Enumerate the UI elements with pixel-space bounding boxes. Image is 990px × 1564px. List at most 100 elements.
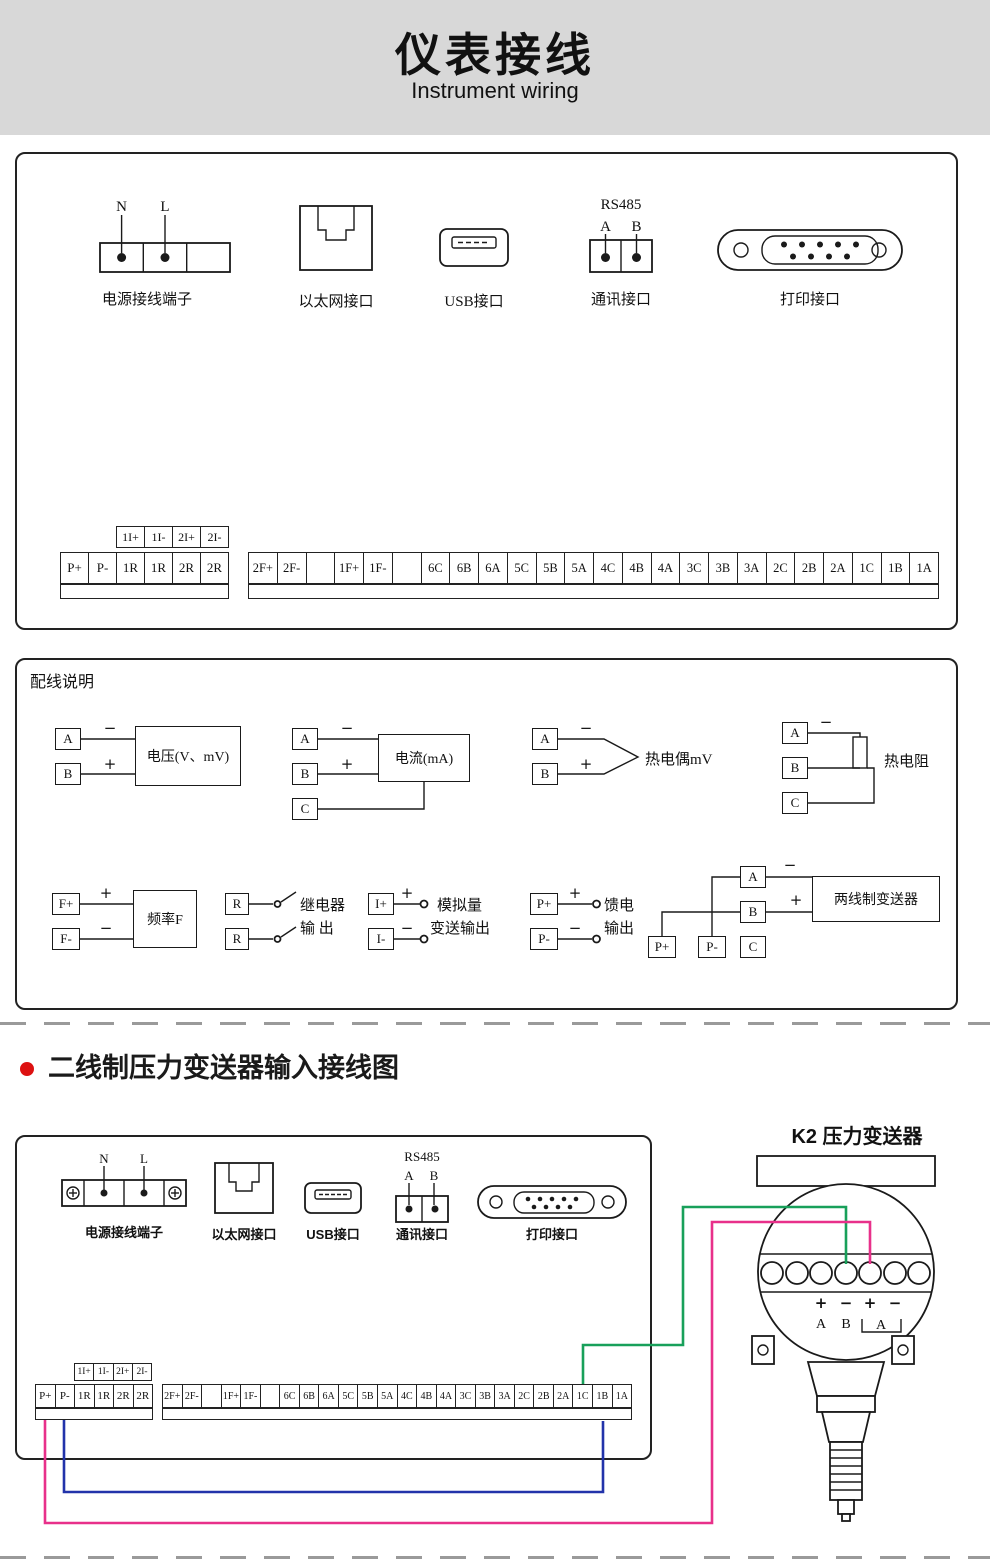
terminal-strip-body (60, 584, 229, 599)
comm-caption: 通讯接口 (395, 1227, 448, 1242)
terminal-a: A (782, 722, 808, 744)
terminal-cell: 5A (377, 1384, 398, 1408)
usb-caption: USB接口 (444, 294, 504, 310)
power-terminal-caption: 电源接线端子 (84, 1225, 163, 1240)
thermocouple-label: 热电偶mV (645, 752, 713, 768)
printer-caption: 打印接口 (525, 1227, 578, 1242)
terminal-i-plus: I+ (368, 893, 394, 915)
terminal-cell: 2B (533, 1384, 554, 1408)
relay-label-line1: 继电器 (300, 898, 346, 914)
terminal-cell: 4B (621, 552, 652, 584)
terminal-b: B (782, 757, 808, 779)
terminal-cell: 2C (765, 552, 796, 584)
terminal-r: R (225, 928, 249, 950)
ethernet-caption: 以太网接口 (298, 294, 374, 310)
terminal-cell: 3C (679, 552, 709, 584)
terminal-cell: P+ (35, 1384, 56, 1408)
terminal-f-minus: F- (52, 928, 80, 950)
svg-text:−: − (889, 1294, 902, 1312)
two-wire-transmitter-box: 两线制变送器 (812, 876, 940, 922)
terminal-b: B (740, 901, 766, 923)
svg-text:+: + (864, 1294, 877, 1312)
section-title: 二线制压力变送器输入接线图 (48, 1053, 399, 1083)
terminal-cell: 4A (435, 1384, 457, 1408)
usb-caption: USB接口 (306, 1227, 360, 1242)
terminal-cell: 2F+ (162, 1384, 183, 1408)
terminal-c: C (292, 798, 318, 820)
terminal-p-plus: P+ (530, 893, 558, 915)
terminal-f-plus: F+ (52, 893, 80, 915)
terminal-cell: 2B (794, 552, 824, 584)
terminal-cell: 2I+ (112, 1363, 133, 1381)
terminal-cell: 6A (478, 552, 508, 584)
terminal-cell: 1R (144, 552, 173, 584)
page-subtitle: Instrument wiring (411, 77, 579, 103)
frequency-input-box: 频率F (133, 890, 197, 948)
terminal-cell: 2R (132, 1384, 153, 1408)
terminal-cell: 2F+ (248, 552, 278, 584)
terminal-cell (305, 552, 336, 584)
analog-label-line1: 模拟量 (437, 898, 483, 914)
terminal-cell: 2I+ (172, 526, 201, 548)
terminal-cell: 4C (396, 1384, 418, 1408)
terminal-cell: 6B (449, 552, 479, 584)
feed-label-line1: 馈电 (604, 898, 635, 914)
terminal-cell: 5B (357, 1384, 379, 1408)
terminal-cell: 1A (909, 552, 939, 584)
terminal-cell: 1I+ (116, 526, 145, 548)
terminal-cell: 3B (708, 552, 738, 584)
terminal-cell: 5C (337, 1384, 359, 1408)
terminal-r: R (225, 893, 249, 915)
terminal-p-minus: P- (530, 928, 558, 950)
terminal-cell: 2A (823, 552, 853, 584)
wiring-instructions-panel (15, 658, 958, 1010)
terminal-cell: 1A (611, 1384, 633, 1408)
terminal-cell: 1F+ (334, 552, 364, 584)
terminal-strip-body (162, 1408, 632, 1420)
dashed-separator (0, 1022, 990, 1025)
comm-caption: 通讯接口 (590, 292, 651, 308)
terminal-a: A (55, 728, 81, 750)
power-terminal-caption: 电源接线端子 (101, 292, 192, 308)
terminal-cell: 6C (279, 1384, 300, 1408)
terminal-a: A (292, 728, 318, 750)
terminal-cell: 2F- (181, 1384, 203, 1408)
red-bullet-icon (20, 1062, 34, 1076)
terminal-cell: 3A (494, 1384, 515, 1408)
terminal-b: B (532, 763, 558, 785)
terminal-cell (201, 1384, 222, 1408)
terminal-cell: 6B (298, 1384, 320, 1408)
terminal-cell: 2I- (131, 1363, 153, 1381)
terminal-cell: 1C (572, 1384, 594, 1408)
svg-text:A: A (816, 1317, 827, 1332)
terminal-cell: 1I- (93, 1363, 114, 1381)
terminal-cell: 1B (880, 552, 911, 584)
terminal-cell: 1B (592, 1384, 613, 1408)
terminal-p-minus: P- (698, 936, 726, 958)
terminal-cell: 1C (851, 552, 882, 584)
page-header: 仪表接线 Instrument wiring (0, 0, 990, 135)
feed-label-line2: 输出 (604, 921, 635, 937)
terminal-cell: P- (88, 552, 117, 584)
terminal-cell: 2R (113, 1384, 134, 1408)
terminal-c: C (740, 936, 766, 958)
svg-text:A: A (876, 1318, 887, 1333)
ethernet-caption: 以太网接口 (211, 1227, 277, 1242)
terminal-cell: 2R (200, 552, 229, 584)
dashed-separator-bottom (0, 1556, 990, 1559)
terminal-cell: 2C (513, 1384, 535, 1408)
terminal-i-minus: I- (368, 928, 394, 950)
terminal-cell: P- (54, 1384, 75, 1408)
terminal-cell: 4C (593, 552, 623, 584)
terminal-a: A (740, 866, 766, 888)
terminal-b: B (292, 763, 318, 785)
terminal-cell: 2R (172, 552, 201, 584)
svg-text:B: B (841, 1317, 850, 1332)
terminal-cell: 3C (455, 1384, 476, 1408)
svg-text:+: + (815, 1294, 828, 1312)
terminal-cell: 6A (318, 1384, 339, 1408)
